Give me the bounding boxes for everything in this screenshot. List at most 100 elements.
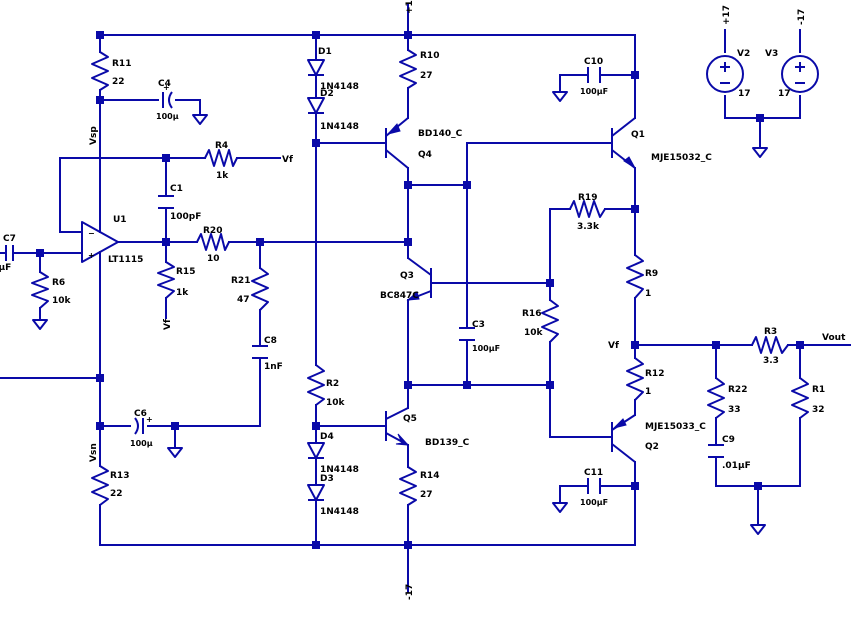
resistor-r14: R14 27 [399,466,439,506]
opamp-u1: − + U1 LT1115 [81,215,143,265]
r16-ref: R16 [522,309,541,319]
r13-ref: R13 [110,471,129,481]
c7-ref: C7 [3,234,16,244]
r12-value: 1 [645,387,651,397]
r19-ref: R19 [578,193,597,203]
transistor-q4: BD140_C Q4 [372,117,463,169]
capacitor-c9: C9 .01µF [708,435,751,471]
q5-ref: Q5 [403,414,417,424]
resistor-r16: R16 10k [522,299,559,343]
d4-part: 1N4148 [320,465,359,475]
c3-value: 100µF [472,344,500,353]
d2-ref: D2 [320,89,334,99]
v3-value: 17 [778,89,791,99]
resistor-r10: R10 27 [399,49,439,89]
capacitor-c10: C10 100µF [580,57,608,96]
v2-value: 17 [738,89,751,99]
d1-part: 1N4148 [320,82,359,92]
r6-ref: R6 [52,278,65,288]
c4-ref: C4 [158,79,171,89]
c8-value: 1nF [264,362,283,372]
diode-d2: D2 1N4148 [307,89,359,132]
c9-ref: C9 [722,435,735,445]
u1-plus: + [88,251,95,260]
capacitor-c11: C11 100µF [580,468,608,507]
q3-ref: Q3 [400,271,414,281]
ground-supply-icon [752,147,768,158]
transistor-q5: Q5 BD139_C [372,407,470,448]
v2-ref: V2 [737,49,750,59]
net-vf-node: Vf [608,341,619,351]
c6-plus: + [146,415,153,424]
diode-d3: D3 1N4148 [307,474,359,517]
ground-c10-icon [552,91,568,102]
transistor-q2: MJE15033_C Q2 [598,414,706,463]
net-top-rail: +17 [405,0,415,14]
c10-value: 100µF [580,87,608,96]
ground-r6-icon [32,319,48,330]
q4-part: BD140_C [418,129,463,139]
r16-value: 10k [524,328,544,338]
r10-ref: R10 [420,51,439,61]
capacitor-c3: C3 100µF [459,320,500,353]
r2-value: 10k [326,398,346,408]
resistor-r9: R9 1 [626,254,658,299]
resistor-r15: R15 1k [157,261,195,299]
r20-ref: R20 [203,226,222,236]
c8-ref: C8 [264,336,277,346]
r11-ref: R11 [112,59,131,69]
resistor-r4: R4 1k [204,141,238,181]
voltage-source-v2: V2 17 [706,49,751,99]
r21-ref: R21 [231,276,250,286]
r15-value: 1k [176,288,189,298]
resistor-r1: R1 32 [791,377,825,419]
r21-value: 47 [237,295,250,305]
c1-ref: C1 [170,184,183,194]
resistor-r19: R19 3.3k [569,193,606,232]
c1-value: 100pF [170,212,201,222]
voltage-source-v3: V3 17 [765,49,819,99]
c4-value: 100µ [156,112,179,121]
r1-value: 32 [812,405,825,415]
c3-ref: C3 [472,320,485,330]
d1-ref: D1 [318,47,332,57]
resistor-r11: R11 22 [91,51,131,91]
capacitor-c8: C8 1nF [252,336,283,372]
r10-value: 27 [420,71,433,81]
r3-ref: R3 [764,327,777,337]
transistor-q3: Q3 BC847C [380,257,435,301]
ground-output-icon [750,524,766,535]
d2-part: 1N4148 [320,122,359,132]
r1-ref: R1 [812,385,825,395]
r13-value: 22 [110,489,123,499]
r20-value: 10 [207,254,220,264]
u1-part: LT1115 [108,255,143,265]
ground-c4-icon [192,114,208,125]
q1-part: MJE15032_C [651,153,712,163]
net-vsp: Vsp [89,126,99,145]
r9-ref: R9 [645,269,658,279]
net-vout: Vout [822,333,846,343]
net-v2-top: +17 [722,5,732,25]
r11-value: 22 [112,77,125,87]
ground-c11-icon [552,502,568,513]
r12-ref: R12 [645,369,664,379]
net-vf-r15: Vf [163,319,173,330]
q5-part: BD139_C [425,438,470,448]
r14-value: 27 [420,490,433,500]
c7-value: 10µF [0,263,11,273]
resistor-r2: R2 10k [307,364,346,408]
d3-part: 1N4148 [320,507,359,517]
c6-value: 100µ [130,439,153,448]
c4-plus: + [163,83,170,92]
resistor-r21: R21 47 [231,267,269,311]
net-v3-top: -17 [797,9,807,25]
net-bottom-rail: -17 [405,584,415,600]
u1-minus: − [88,229,95,238]
d4-ref: D4 [320,432,334,442]
capacitor-c1: C1 100pF [158,184,201,222]
v3-ref: V3 [765,49,778,59]
r6-value: 10k [52,296,72,306]
capacitor-c6: + C6 100µ [130,409,153,448]
ground-c6-icon [167,447,183,458]
